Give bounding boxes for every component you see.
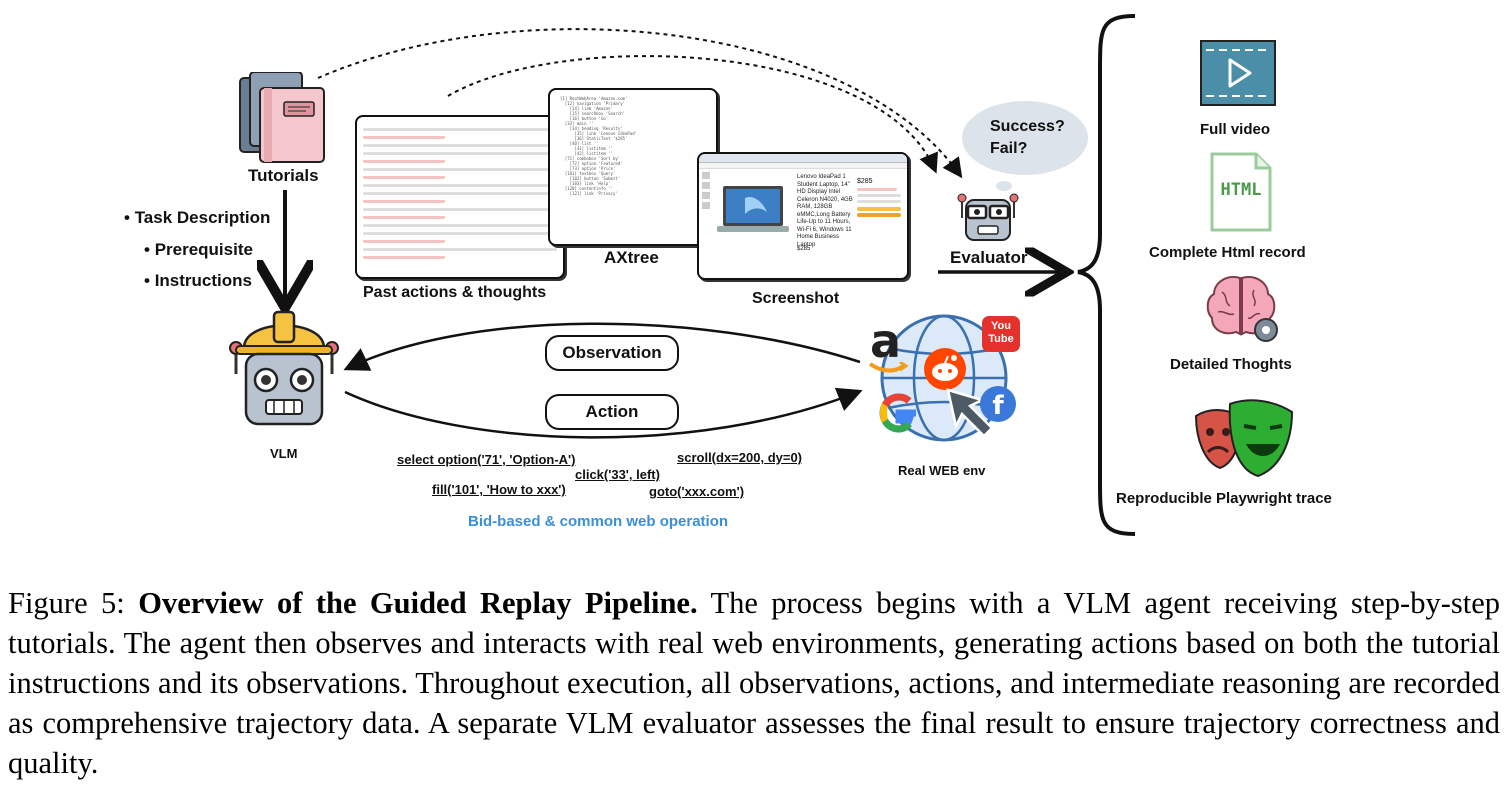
amazon-logo-icon: a [870,314,902,368]
amazon-smile-icon [868,362,908,373]
op-select: select option('71', 'Option-A') [397,452,576,467]
action-pill: Action [545,394,679,430]
tutorials-books-icon [236,71,332,164]
caption-body: The process begins with a VLM agent rece… [8,586,1500,780]
tutorials-label: Tutorials [248,166,319,185]
op-goto: goto('xxx.com') [649,484,745,499]
product-title: Lenovo IdeaPad 1 Student Laptop, 14" HD … [797,174,853,248]
youtube-logo-icon: You Tube [982,316,1020,352]
laptop-image [715,184,791,242]
observation-arc [343,322,861,371]
video-icon [1200,40,1276,106]
evaluator-robot-icon [956,190,1020,246]
buy-now-button [857,213,901,217]
output-playwright-trace: Reproducible Playwright trace [1116,490,1332,507]
op-scroll: scroll(dx=200, dy=0) [677,450,803,465]
html-icon-text: HTML [1220,180,1262,200]
op-fill: fill('101', 'How to xxx') [432,482,566,497]
operations-caption: Bid-based & common web operation [468,513,729,530]
bubble-fail: Fail? [990,140,1028,157]
tutorial-to-evaluator-arrow [317,28,963,179]
axtree-card: [1] RootWebArea 'Amazon.com' [12] naviga… [548,88,718,246]
task-item-prerequisite: • Prerequisite [144,240,253,259]
html-file-icon: HTML [1210,152,1272,232]
vlm-label: VLM [270,446,298,461]
reddit-logo-icon [924,348,966,390]
google-logo-icon [876,390,922,436]
brain-icon [1204,272,1280,344]
task-item-instructions: • Instructions [144,271,252,290]
facebook-logo-icon: f [980,386,1016,422]
output-detailed-thoughts: Detailed Thoghts [1170,356,1292,373]
screenshot-card: Lenovo IdeaPad 1 Student Laptop, 14" HD … [697,152,909,280]
caption-prefix: Figure 5: [8,586,139,620]
observation-pill: Observation [545,335,679,371]
add-to-cart-button [857,207,901,211]
vlm-robot-icon [228,308,340,430]
task-item-description: • Task Description [124,208,271,227]
op-click: click('33', left) [575,467,660,482]
bubble-success: Success? [990,118,1065,135]
axtree-label: AXtree [604,248,659,267]
output-html-record: Complete Html record [1149,244,1306,261]
past-actions-label: Past actions & thoughts [363,284,547,301]
evaluator-thought-bubble: Success? Fail? [960,100,1090,191]
playwright-icon [1192,398,1296,478]
screenshot-label: Screenshot [752,290,840,307]
product-price: $285 [857,178,873,185]
past-actions-card [355,115,565,279]
connector-overlay [0,14,1136,536]
product-price-small: $285 [797,246,811,252]
evaluator-label: Evaluator [950,248,1028,267]
figure-caption: Figure 5: Overview of the Guided Replay … [8,583,1500,783]
caption-title: Overview of the Guided Replay Pipeline. [138,586,698,620]
action-arc [344,387,863,439]
real-web-env-icon: a You Tube f [864,312,1024,446]
output-full-video: Full video [1200,121,1271,138]
outputs-brace [1077,14,1136,536]
real-web-env-label: Real WEB env [898,463,986,478]
